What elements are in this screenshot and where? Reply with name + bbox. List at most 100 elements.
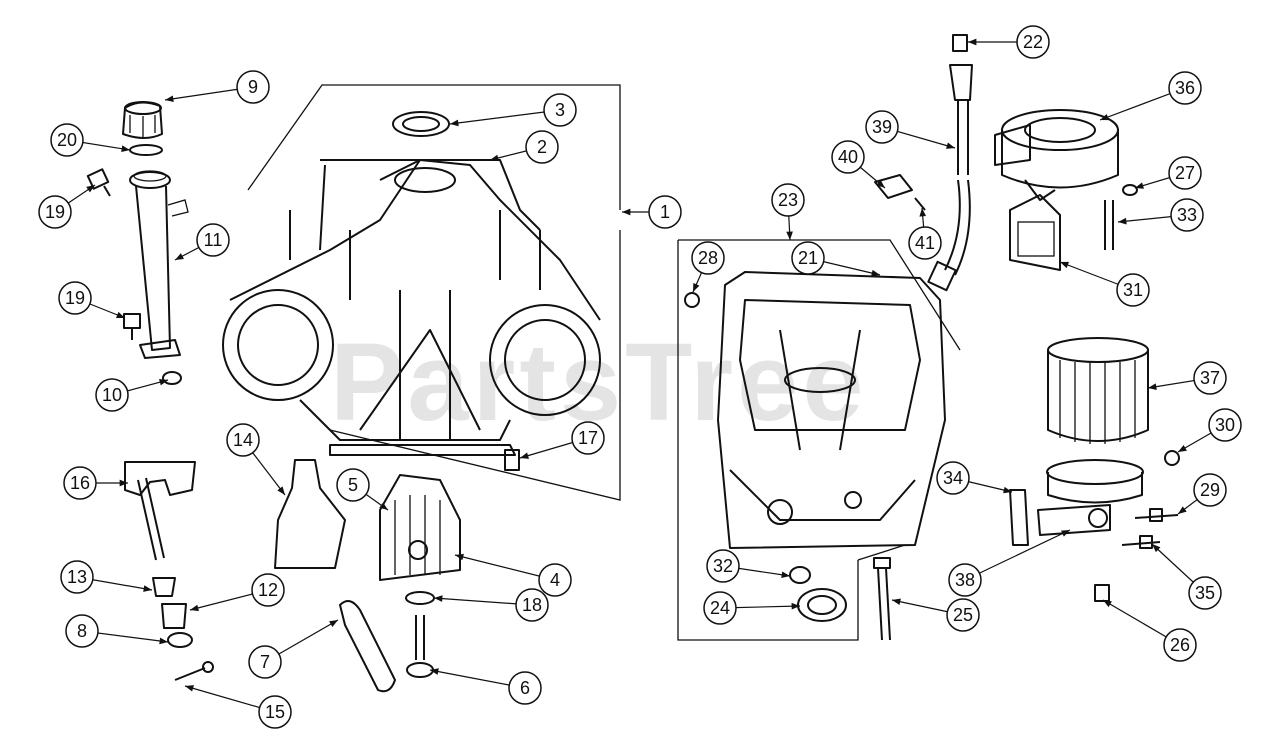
callout-label-9: 9: [248, 77, 258, 97]
fitting-29: [1134, 508, 1179, 522]
callout-bubble-30[interactable]: [1208, 408, 1242, 442]
callout-label-3: 3: [555, 100, 565, 120]
callout-label-2: 2: [537, 137, 547, 157]
leader-arrow-37: [1148, 383, 1157, 390]
leader-arrow-3: [450, 119, 459, 127]
callout-label-14: 14: [233, 430, 253, 450]
breather-hose-7: [339, 600, 396, 693]
callout-label-11: 11: [204, 230, 223, 250]
callout-bubble-10[interactable]: [95, 378, 129, 412]
callout-bubble-3[interactable]: [543, 93, 577, 127]
callout-bubble-5[interactable]: [336, 468, 370, 502]
callout-bubble-17[interactable]: [571, 421, 605, 455]
callout-bubble-28[interactable]: [691, 241, 725, 275]
callout-bubble-19[interactable]: [58, 281, 92, 315]
callout-bubble-1[interactable]: [648, 195, 682, 229]
callout-bubble-4[interactable]: [538, 563, 572, 597]
callout-bubble-6[interactable]: [508, 671, 542, 705]
leader-arrow-31: [1060, 261, 1069, 269]
leader-arrow-25: [892, 598, 901, 605]
leader-line-4: [454, 554, 556, 581]
plug-26: [1094, 584, 1110, 602]
callout-bubble-40[interactable]: [831, 140, 865, 174]
leader-arrow-10: [159, 378, 168, 386]
gasket-34: [1009, 489, 1029, 546]
callout-bubble-25[interactable]: [946, 598, 980, 632]
leader-arrow-33: [1118, 217, 1127, 225]
callout-bubble-21[interactable]: [791, 241, 825, 275]
callout-bubble-26[interactable]: [1163, 628, 1197, 662]
callout-bubble-7[interactable]: [248, 645, 282, 679]
leader-arrow-4: [455, 553, 464, 561]
leader-arrow-15: [185, 685, 194, 692]
callout-label-7: 7: [260, 652, 270, 672]
callout-bubble-12[interactable]: [251, 573, 285, 607]
callout-bubble-29[interactable]: [1193, 473, 1227, 507]
o-ring-27: [1122, 184, 1138, 196]
callout-label-12: 12: [258, 580, 278, 600]
callout-bubble-32[interactable]: [706, 549, 740, 583]
callout-bubble-23[interactable]: [771, 183, 805, 217]
callout-bubble-31[interactable]: [1116, 273, 1150, 307]
callout-bubble-16[interactable]: [63, 466, 97, 500]
callout-label-5: 5: [348, 475, 358, 495]
leader-arrow-12: [190, 604, 199, 612]
callout-bubble-13[interactable]: [60, 560, 94, 594]
leader-arrow-17: [520, 452, 529, 459]
callout-label-26: 26: [1170, 635, 1190, 655]
callout-bubble-27[interactable]: [1168, 156, 1202, 190]
callout-label-23: 23: [778, 190, 798, 210]
callout-bubble-33[interactable]: [1170, 198, 1204, 232]
callout-bubble-35[interactable]: [1188, 576, 1222, 610]
callout-label-8: 8: [77, 621, 87, 641]
callout-bubble-11[interactable]: [196, 223, 230, 257]
leader-arrow-13: [143, 585, 152, 592]
callout-label-17: 17: [578, 428, 598, 448]
callout-label-40: 40: [838, 147, 858, 167]
oil-seal-3: [392, 111, 450, 137]
callout-bubble-9[interactable]: [236, 70, 270, 104]
callout-bubble-24[interactable]: [703, 591, 737, 625]
callout-bubble-36[interactable]: [1168, 71, 1202, 105]
callout-bubble-34[interactable]: [936, 461, 970, 495]
callout-bubble-18[interactable]: [515, 588, 549, 622]
callout-label-21: 21: [798, 248, 818, 268]
filter-adapter-38: [1037, 459, 1144, 536]
callout-bubble-8[interactable]: [65, 614, 99, 648]
bolt-33: [1104, 200, 1114, 250]
leader-arrow-36: [1100, 113, 1109, 121]
leader-arrow-23: [786, 231, 793, 240]
leader-arrow-16: [119, 479, 128, 487]
washer-10: [162, 371, 182, 385]
callout-bubble-2[interactable]: [525, 130, 559, 164]
callout-bubble-41[interactable]: [908, 226, 942, 260]
screw-19-lower: [123, 313, 141, 340]
governor-shaft-16: [124, 461, 196, 561]
leader-arrow-1: [622, 208, 631, 216]
leader-line-38: [964, 529, 1071, 581]
leader-arrow-7: [329, 620, 338, 628]
callout-bubble-14[interactable]: [226, 423, 260, 457]
callout-bubble-19[interactable]: [38, 195, 72, 229]
dipstick-39: [927, 64, 973, 292]
callout-bubble-20[interactable]: [50, 123, 84, 157]
callout-label-30: 30: [1215, 415, 1235, 435]
callout-label-37: 37: [1200, 368, 1220, 388]
breather-cover-5: [379, 474, 461, 581]
leader-line-3: [449, 109, 561, 125]
o-ring: [129, 144, 163, 156]
oil-pump-36: [994, 109, 1119, 201]
callout-bubble-15[interactable]: [258, 695, 292, 729]
callout-label-34: 34: [943, 468, 963, 488]
callout-label-15: 15: [265, 702, 285, 722]
cap-12: [161, 603, 187, 629]
callout-bubble-22[interactable]: [1016, 25, 1050, 59]
leader-arrow-41: [919, 208, 927, 217]
leader-arrow-2: [490, 154, 499, 162]
callout-bubble-38[interactable]: [948, 563, 982, 597]
leader-arrow-26: [1103, 600, 1112, 608]
dipstick-tube: [129, 170, 189, 359]
callout-bubble-37[interactable]: [1193, 361, 1227, 395]
leader-arrow-8: [159, 637, 168, 645]
callout-bubble-39[interactable]: [865, 110, 899, 144]
